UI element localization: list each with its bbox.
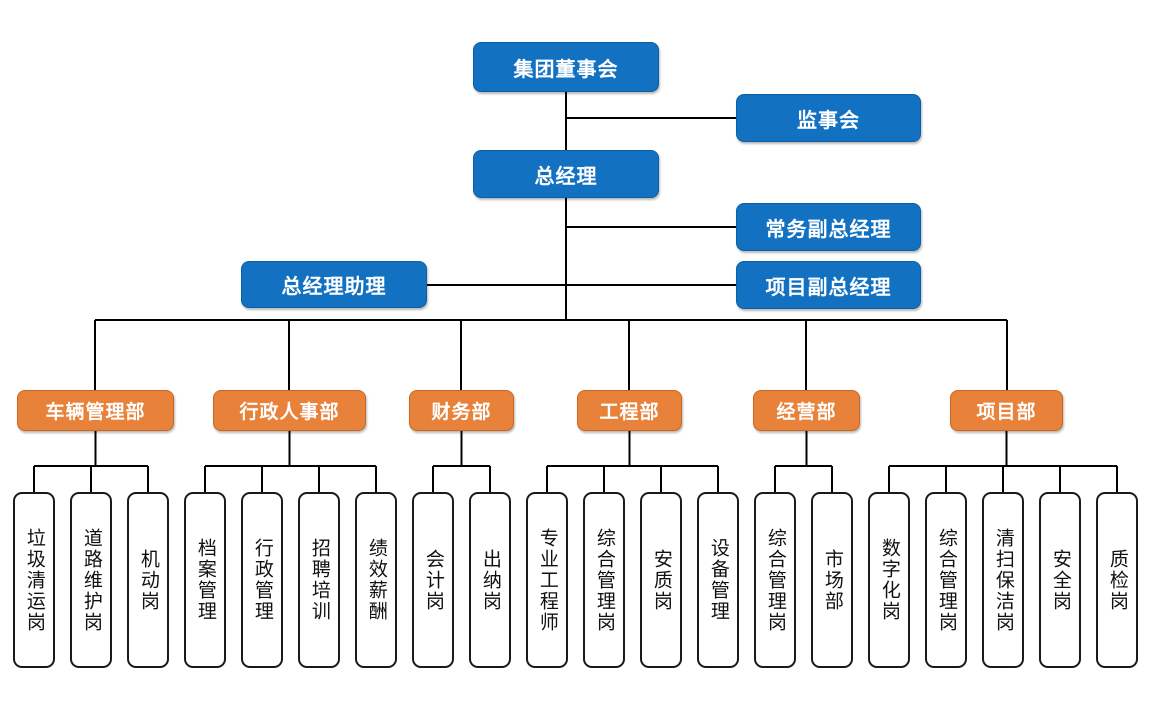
node-position-label: 垃圾清运岗 [23, 527, 45, 633]
node-executive-deputy-gm-label: 常务副总经理 [765, 218, 892, 241]
node-position-label: 会计岗 [422, 548, 444, 612]
node-position-label: 综合管理岗 [764, 527, 786, 633]
node-gm-assistant[interactable]: 总经理助理 [241, 261, 427, 308]
node-position-label: 质检岗 [1106, 548, 1128, 612]
node-position-5[interactable]: 行政管理 [241, 492, 283, 668]
node-position-16[interactable]: 数字化岗 [868, 492, 910, 668]
node-position-20[interactable]: 质检岗 [1096, 492, 1138, 668]
node-department-2[interactable]: 行政人事部 [213, 390, 366, 431]
node-position-10[interactable]: 专业工程师 [526, 492, 568, 668]
node-position-2[interactable]: 道路维护岗 [70, 492, 112, 668]
node-position-11[interactable]: 综合管理岗 [583, 492, 625, 668]
node-position-label: 出纳岗 [479, 548, 501, 612]
node-supervisory-board-label: 监事会 [797, 109, 860, 132]
node-position-label: 数字化岗 [878, 538, 900, 622]
node-position-label: 清扫保洁岗 [992, 527, 1014, 633]
node-position-7[interactable]: 绩效薪酬 [355, 492, 397, 668]
leaf-connector-group [33, 431, 1118, 492]
node-position-1[interactable]: 垃圾清运岗 [13, 492, 55, 668]
node-department-label: 项目部 [976, 402, 1037, 423]
node-board-label: 集团董事会 [513, 58, 619, 81]
node-position-15[interactable]: 市场部 [811, 492, 853, 668]
node-supervisory-board[interactable]: 监事会 [736, 94, 921, 142]
node-position-label: 设备管理 [707, 538, 729, 622]
node-position-label: 道路维护岗 [80, 527, 102, 633]
node-department-3[interactable]: 财务部 [409, 390, 514, 431]
node-position-label: 安全岗 [1049, 548, 1071, 612]
node-department-label: 财务部 [431, 402, 492, 423]
node-position-label: 招聘培训 [308, 538, 330, 622]
node-project-deputy-gm[interactable]: 项目副总经理 [736, 261, 921, 309]
node-board[interactable]: 集团董事会 [473, 42, 659, 92]
node-executive-deputy-gm[interactable]: 常务副总经理 [736, 203, 921, 251]
node-position-label: 专业工程师 [536, 527, 558, 633]
node-position-label: 安质岗 [650, 548, 672, 612]
node-department-5[interactable]: 经营部 [753, 390, 860, 431]
node-general-manager[interactable]: 总经理 [473, 150, 659, 198]
node-position-19[interactable]: 安全岗 [1039, 492, 1081, 668]
node-department-label: 经营部 [776, 402, 837, 423]
node-department-label: 工程部 [599, 402, 660, 423]
node-position-label: 综合管理岗 [593, 527, 615, 633]
node-position-3[interactable]: 机动岗 [127, 492, 169, 668]
node-position-9[interactable]: 出纳岗 [469, 492, 511, 668]
node-position-13[interactable]: 设备管理 [697, 492, 739, 668]
node-department-1[interactable]: 车辆管理部 [17, 390, 174, 431]
node-position-6[interactable]: 招聘培训 [298, 492, 340, 668]
node-position-17[interactable]: 综合管理岗 [925, 492, 967, 668]
node-position-label: 综合管理岗 [935, 527, 957, 633]
node-department-4[interactable]: 工程部 [577, 390, 682, 431]
node-position-label: 绩效薪酬 [365, 538, 387, 622]
node-gm-assistant-label: 总经理助理 [281, 276, 387, 298]
node-position-8[interactable]: 会计岗 [412, 492, 454, 668]
node-position-label: 行政管理 [251, 538, 273, 622]
node-department-6[interactable]: 项目部 [950, 390, 1063, 431]
node-position-14[interactable]: 综合管理岗 [754, 492, 796, 668]
node-position-label: 档案管理 [194, 538, 216, 622]
node-project-deputy-gm-label: 项目副总经理 [765, 276, 892, 299]
node-position-18[interactable]: 清扫保洁岗 [982, 492, 1024, 668]
node-department-label: 车辆管理部 [45, 402, 146, 423]
node-department-label: 行政人事部 [239, 402, 340, 423]
node-position-label: 机动岗 [137, 548, 159, 612]
node-position-label: 市场部 [821, 548, 843, 612]
node-general-manager-label: 总经理 [534, 165, 598, 188]
node-position-4[interactable]: 档案管理 [184, 492, 226, 668]
node-position-12[interactable]: 安质岗 [640, 492, 682, 668]
